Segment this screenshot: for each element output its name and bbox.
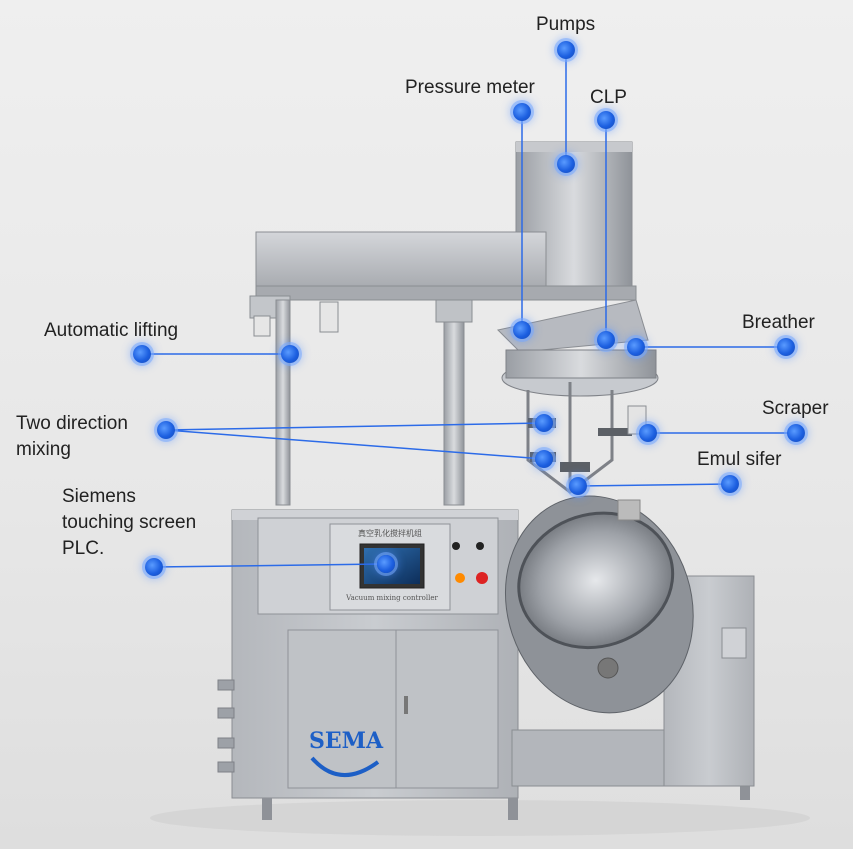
- dot-two-direction-label[interactable]: [157, 421, 175, 439]
- controller-caption: Vacuum mixing controller: [345, 594, 438, 602]
- dot-automatic-lifting-target[interactable]: [281, 345, 299, 363]
- label-siemens-plc: Siemens touching screen PLC.: [62, 484, 196, 562]
- dot-siemens-target[interactable]: [377, 555, 395, 573]
- dot-automatic-lifting-label[interactable]: [133, 345, 151, 363]
- label-two-direction-mixing: Two direction mixing: [16, 411, 128, 463]
- label-pumps: Pumps: [536, 14, 596, 35]
- label-clp: CLP: [590, 87, 627, 108]
- svg-text:SEMA: SEMA: [309, 728, 384, 754]
- dot-pressure-meter-target[interactable]: [513, 321, 531, 339]
- dot-two-direction-target-b[interactable]: [535, 450, 553, 468]
- label-two-direction-line1: Two direction: [16, 413, 128, 434]
- label-siemens-line3: PLC.: [62, 538, 105, 559]
- label-pressure-meter: Pressure meter: [405, 77, 535, 98]
- label-automatic-lifting: Automatic lifting: [44, 320, 179, 341]
- label-siemens-line1: Siemens: [62, 486, 136, 507]
- label-siemens-line2: touching screen: [62, 512, 197, 533]
- control-panel-title: 真空乳化搅拌机组: [358, 528, 422, 538]
- label-scraper: Scraper: [762, 398, 829, 419]
- dot-pumps-top[interactable]: [557, 41, 575, 59]
- dot-clp-target[interactable]: [597, 331, 615, 349]
- dot-pumps-target[interactable]: [557, 155, 575, 173]
- dot-siemens-label[interactable]: [145, 558, 163, 576]
- label-emulsifier: Emul sifer: [697, 449, 782, 470]
- dot-scraper-label[interactable]: [787, 424, 805, 442]
- dot-pressure-meter-top[interactable]: [513, 103, 531, 121]
- dot-scraper-target[interactable]: [639, 424, 657, 442]
- dot-clp-top[interactable]: [597, 111, 615, 129]
- dot-emulsifier-target[interactable]: [569, 477, 587, 495]
- label-two-direction-line2: mixing: [16, 439, 71, 460]
- dot-two-direction-target-a[interactable]: [535, 414, 553, 432]
- label-breather: Breather: [742, 312, 815, 333]
- dot-breather-label[interactable]: [777, 338, 795, 356]
- dot-emulsifier-label[interactable]: [721, 475, 739, 493]
- dot-breather-target[interactable]: [627, 338, 645, 356]
- sema-logo: SEMA: [309, 728, 384, 777]
